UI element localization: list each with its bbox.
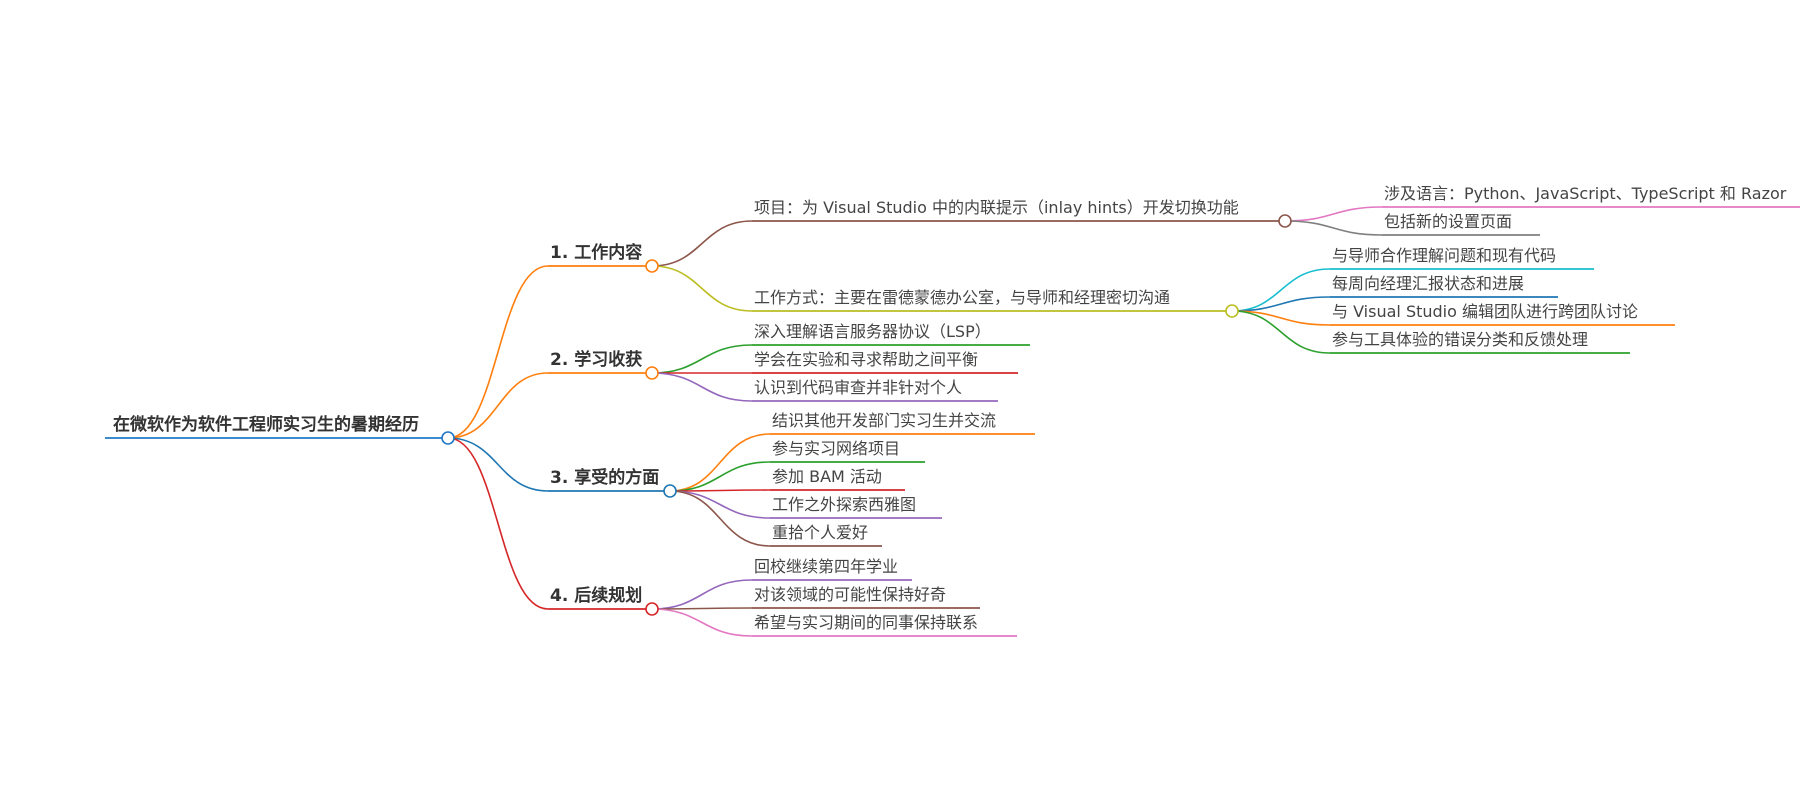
- subtopic-connector: [651, 607, 753, 610]
- subtopic-connector: [669, 490, 771, 547]
- collapse-toggle[interactable]: [441, 431, 455, 445]
- detail-connector: [1231, 268, 1331, 312]
- subtopic: 项目：为 Visual Studio 中的内联提示（inlay hints）开发…: [754, 198, 1239, 217]
- collapse-toggle[interactable]: [645, 366, 659, 380]
- subtopic: 对该领域的可能性保持好奇: [754, 585, 946, 604]
- branch-connector: [447, 437, 549, 610]
- branch-topic-4: 4. 后续规划: [550, 585, 642, 606]
- detail-connector: [1231, 310, 1331, 354]
- subtopic: 结识其他开发部门实习生并交流: [772, 411, 996, 430]
- detail-topic: 包括新的设置页面: [1384, 212, 1512, 231]
- detail-topic: 每周向经理汇报状态和进展: [1332, 274, 1524, 293]
- subtopic-connector: [651, 220, 753, 267]
- collapse-toggle[interactable]: [663, 484, 677, 498]
- detail-connector: [1231, 310, 1331, 326]
- detail-topic: 涉及语言：Python、JavaScript、TypeScript 和 Razo…: [1384, 184, 1787, 203]
- subtopic-connector: [651, 344, 753, 374]
- subtopic: 希望与实习期间的同事保持联系: [754, 613, 978, 632]
- subtopic-connector: [651, 265, 753, 312]
- subtopic-connector: [651, 579, 753, 610]
- subtopic: 回校继续第四年学业: [754, 557, 898, 576]
- detail-topic: 与导师合作理解问题和现有代码: [1332, 246, 1556, 265]
- subtopic: 工作之外探索西雅图: [772, 495, 916, 514]
- root-topic: 在微软作为软件工程师实习生的暑期经历: [113, 414, 419, 435]
- subtopic: 工作方式：主要在雷德蒙德办公室，与导师和经理密切沟通: [754, 288, 1170, 307]
- subtopic: 参与实习网络项目: [772, 439, 900, 458]
- subtopic: 重拾个人爱好: [772, 523, 868, 542]
- subtopic-connector: [651, 372, 753, 402]
- branch-topic-1: 1. 工作内容: [550, 242, 642, 263]
- subtopic: 学会在实验和寻求帮助之间平衡: [754, 350, 978, 369]
- branch-topic-2: 2. 学习收获: [550, 349, 642, 370]
- subtopic-connector: [669, 461, 771, 492]
- subtopic-connector: [669, 489, 771, 492]
- collapse-toggle[interactable]: [645, 602, 659, 616]
- collapse-toggle[interactable]: [1225, 304, 1239, 318]
- branch-topic-3: 3. 享受的方面: [550, 467, 659, 488]
- detail-topic: 与 Visual Studio 编辑团队进行跨团队讨论: [1332, 302, 1638, 321]
- detail-connector: [1284, 220, 1383, 236]
- collapse-toggle[interactable]: [1278, 214, 1292, 228]
- collapse-toggle[interactable]: [645, 259, 659, 273]
- subtopic-connector: [669, 433, 771, 492]
- detail-connector: [1231, 296, 1331, 312]
- branch-connector: [447, 437, 549, 492]
- subtopic: 认识到代码审查并非针对个人: [754, 378, 962, 397]
- subtopic: 深入理解语言服务器协议（LSP）: [754, 322, 991, 341]
- branch-connector: [447, 372, 549, 439]
- detail-connector: [1284, 206, 1383, 222]
- branch-connector: [447, 265, 549, 439]
- subtopic: 参加 BAM 活动: [772, 467, 882, 486]
- subtopic-connector: [669, 490, 771, 519]
- detail-topic: 参与工具体验的错误分类和反馈处理: [1332, 330, 1588, 349]
- subtopic-connector: [651, 608, 753, 637]
